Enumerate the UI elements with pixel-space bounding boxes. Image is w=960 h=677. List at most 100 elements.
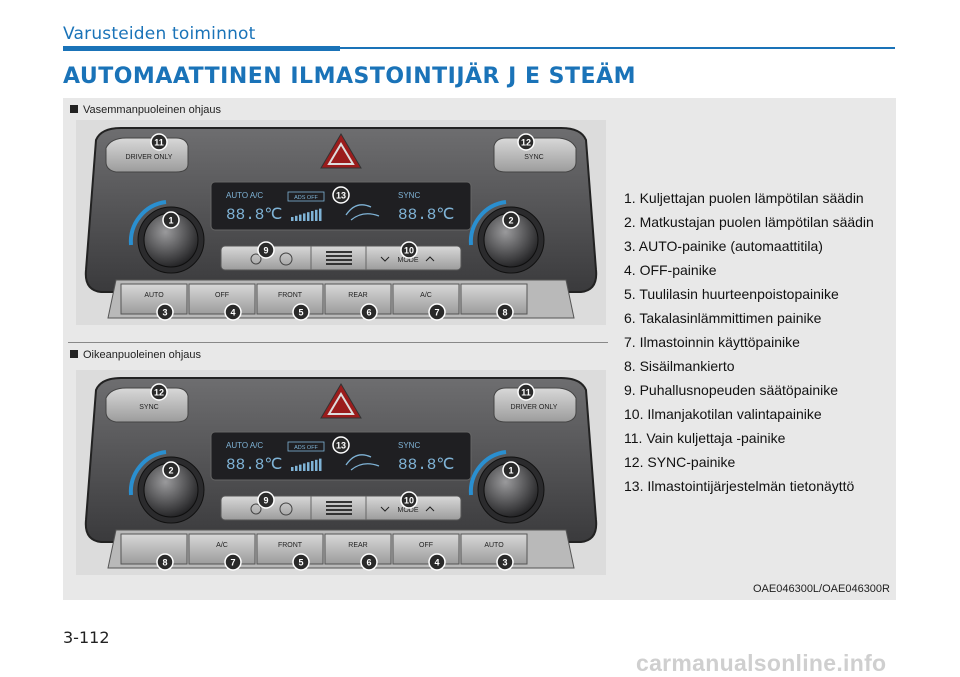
display-temp-right: 88.8℃ bbox=[398, 206, 454, 224]
vent-grille bbox=[326, 263, 352, 265]
fan-level-bar bbox=[295, 466, 298, 471]
header-bar-thin bbox=[340, 47, 895, 49]
vent-grille bbox=[326, 259, 352, 261]
figure-code: OAE046300L/OAE046300R bbox=[753, 583, 890, 595]
bottom-button-label: REAR bbox=[348, 292, 367, 299]
fan-level-bar bbox=[299, 465, 302, 471]
fan-mode-strip bbox=[221, 246, 461, 270]
display-sync-label: SYNC bbox=[398, 441, 420, 450]
callout-number: 12 bbox=[154, 388, 164, 398]
page-number: 3-112 bbox=[63, 628, 110, 647]
callout-number: 3 bbox=[502, 558, 507, 568]
callout-number: 3 bbox=[162, 308, 167, 318]
page-heading: AUTOMAATTINEN ILMASTOINTIJÄR J E STEÄM bbox=[63, 64, 636, 89]
left-drive-caption: Vasemmanpuoleinen ohjaus bbox=[70, 104, 221, 116]
legend-item: 5. Tuulilasin huurteenpoistopainike bbox=[624, 282, 894, 306]
vent-grille bbox=[326, 251, 352, 253]
vent-grille bbox=[326, 501, 352, 503]
callout-number: 1 bbox=[508, 466, 513, 476]
vent-grille bbox=[326, 255, 352, 257]
fan-level-bar bbox=[307, 462, 310, 471]
bottom-button bbox=[325, 284, 391, 314]
legend-item: 13. Ilmastointijärjestelmän tietonäyttö bbox=[624, 474, 894, 498]
figure-divider bbox=[68, 342, 608, 343]
callout-number: 6 bbox=[366, 308, 371, 318]
section-title: Varusteiden toiminnot bbox=[63, 24, 256, 44]
climate-panel-right-drive: SYNCDRIVER ONLYAUTO A/CSYNC88.8℃88.8℃ADS… bbox=[76, 370, 606, 575]
callout-number: 1 bbox=[168, 216, 173, 226]
bottom-button bbox=[257, 534, 323, 564]
legend-item: 3. AUTO-painike (automaattitila) bbox=[624, 234, 894, 258]
fan-level-bar bbox=[319, 209, 322, 221]
bottom-button-label: FRONT bbox=[278, 292, 303, 299]
bottom-button-label: A/C bbox=[216, 542, 228, 549]
fan-level-bar bbox=[315, 460, 318, 471]
fan-level-bar bbox=[303, 463, 306, 471]
bottom-button-label: REAR bbox=[348, 542, 367, 549]
bullet-square-icon bbox=[70, 350, 78, 358]
callout-number: 4 bbox=[230, 308, 235, 318]
legend-item: 11. Vain kuljettaja -painike bbox=[624, 426, 894, 450]
fan-level-bar bbox=[311, 461, 314, 471]
callout-number: 5 bbox=[298, 308, 303, 318]
bottom-button bbox=[189, 284, 255, 314]
bottom-button-label: A/C bbox=[420, 292, 432, 299]
top-right-button-label: SYNC bbox=[524, 154, 543, 161]
top-left-button-label: SYNC bbox=[139, 404, 158, 411]
display-mode-label: AUTO A/C bbox=[226, 441, 263, 450]
fan-mode-strip bbox=[221, 496, 461, 520]
bottom-button bbox=[257, 284, 323, 314]
bottom-button-label: AUTO bbox=[484, 542, 504, 549]
legend-item: 6. Takalasinlämmittimen painike bbox=[624, 306, 894, 330]
legend-item: 12. SYNC-painike bbox=[624, 450, 894, 474]
ads-off-label: ADS OFF bbox=[294, 445, 318, 451]
bottom-button bbox=[325, 534, 391, 564]
callout-number: 8 bbox=[162, 558, 167, 568]
bottom-button-label: AUTO bbox=[144, 292, 164, 299]
display-temp-right: 88.8℃ bbox=[398, 456, 454, 474]
fan-level-bar bbox=[303, 213, 306, 221]
bottom-button-label: OFF bbox=[215, 292, 229, 299]
callout-number: 10 bbox=[404, 496, 414, 506]
callout-number: 12 bbox=[521, 138, 531, 148]
legend-item: 9. Puhallusnopeuden säätöpainike bbox=[624, 378, 894, 402]
callout-number: 7 bbox=[434, 308, 439, 318]
bottom-button bbox=[393, 284, 459, 314]
bottom-button bbox=[393, 534, 459, 564]
bottom-button bbox=[121, 534, 187, 564]
bullet-square-icon bbox=[70, 105, 78, 113]
callout-number: 13 bbox=[336, 441, 346, 451]
vent-grille bbox=[326, 505, 352, 507]
fan-level-bar bbox=[291, 217, 294, 221]
top-left-button-label: DRIVER ONLY bbox=[126, 154, 173, 161]
bottom-button-label: FRONT bbox=[278, 542, 303, 549]
display-temp-left: 88.8℃ bbox=[226, 456, 282, 474]
callout-number: 5 bbox=[298, 558, 303, 568]
ads-off-label: ADS OFF bbox=[294, 195, 318, 201]
bottom-button bbox=[189, 534, 255, 564]
display-temp-left: 88.8℃ bbox=[226, 206, 282, 224]
callout-number: 8 bbox=[502, 308, 507, 318]
callout-number: 9 bbox=[263, 246, 268, 256]
legend-item: 4. OFF-painike bbox=[624, 258, 894, 282]
right-drive-caption: Oikeanpuoleinen ohjaus bbox=[70, 349, 201, 361]
callout-number: 2 bbox=[168, 466, 173, 476]
bottom-button bbox=[461, 534, 527, 564]
callout-number: 11 bbox=[154, 138, 164, 148]
callout-number: 2 bbox=[508, 216, 513, 226]
legend-item: 2. Matkustajan puolen lämpötilan säädin bbox=[624, 210, 894, 234]
legend-item: 7. Ilmastoinnin käyttöpainike bbox=[624, 330, 894, 354]
callout-number: 7 bbox=[230, 558, 235, 568]
fan-level-bar bbox=[315, 210, 318, 221]
watermark: carmanualsonline.info bbox=[636, 650, 886, 677]
fan-level-bar bbox=[307, 212, 310, 221]
fan-level-bar bbox=[319, 459, 322, 471]
fan-level-bar bbox=[311, 211, 314, 221]
callout-number: 6 bbox=[366, 558, 371, 568]
header-bar-thick bbox=[63, 46, 340, 51]
callout-number: 11 bbox=[521, 388, 531, 398]
callout-number: 4 bbox=[434, 558, 439, 568]
fan-level-bar bbox=[299, 215, 302, 221]
